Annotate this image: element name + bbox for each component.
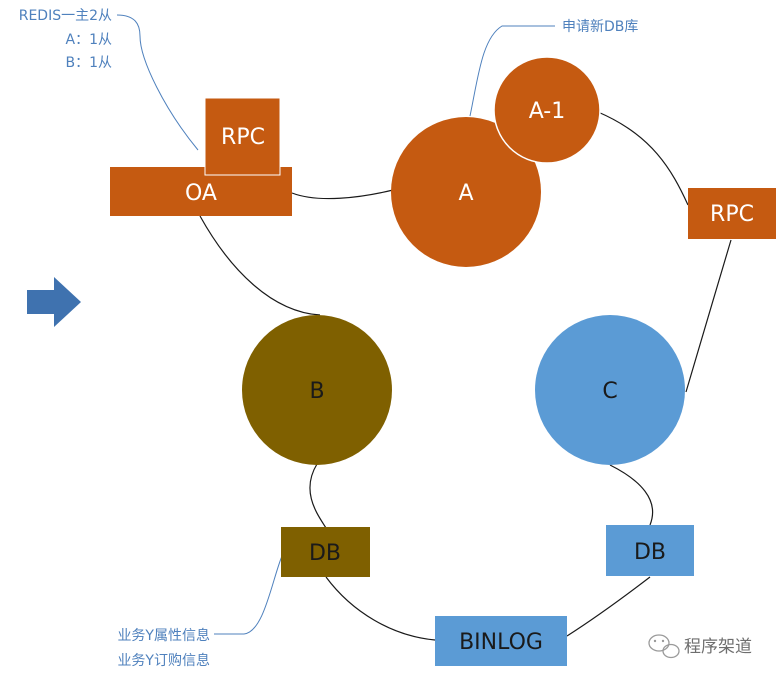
- node-b-label: B: [309, 379, 324, 404]
- connector-oa-a: [291, 189, 394, 200]
- binlog-label: BINLOG: [459, 630, 543, 655]
- connectors: [199, 111, 732, 641]
- oa-label: OA: [185, 181, 217, 206]
- redis-note-line2: A：1从: [66, 32, 112, 48]
- db-right-box[interactable]: [606, 525, 694, 576]
- connector-a1-rpc: [597, 111, 689, 206]
- connector-db-binlog: [325, 576, 436, 641]
- connector-db-binlog-right: [566, 576, 651, 637]
- node-a1-label: A-1: [529, 99, 566, 124]
- arrow-right-icon: [27, 277, 81, 327]
- node-a[interactable]: [391, 117, 541, 267]
- rpc-right-box[interactable]: [688, 188, 776, 239]
- redis-note-line3: B：1从: [65, 55, 112, 71]
- node-a-label: A: [458, 181, 473, 206]
- db-right-label: DB: [634, 540, 666, 565]
- binlog-box[interactable]: [435, 616, 567, 666]
- node-c-label: C: [602, 379, 617, 404]
- rpc-top-label: RPC: [221, 125, 265, 150]
- connector-c-db: [609, 464, 654, 526]
- node-b[interactable]: [242, 315, 392, 465]
- callout-redis: [116, 14, 199, 151]
- db-left-label: DB: [309, 541, 341, 566]
- db-note-line1: 业务Y属性信息: [117, 627, 210, 644]
- callout-new-db: [469, 25, 555, 117]
- db-left-box[interactable]: [281, 527, 370, 577]
- callouts: [116, 14, 555, 635]
- redis-note-line1: REDIS一主2从: [19, 8, 112, 24]
- node-c[interactable]: [535, 315, 685, 465]
- callout-db: [214, 555, 283, 635]
- db-note-line2: 业务Y订购信息: [117, 652, 210, 669]
- connector-b-db: [309, 463, 327, 529]
- connector-oa-b: [199, 215, 321, 316]
- wechat-icon: [648, 634, 680, 659]
- new-db-note: 申请新DB库: [562, 19, 638, 35]
- watermark-text: 程序架道: [684, 637, 752, 657]
- rpc-top-box[interactable]: [204, 97, 281, 176]
- connector-rpc-c: [685, 239, 732, 393]
- rpc-right-label: RPC: [710, 202, 754, 227]
- node-a1[interactable]: [493, 56, 601, 164]
- watermark: 程序架道: [648, 634, 752, 659]
